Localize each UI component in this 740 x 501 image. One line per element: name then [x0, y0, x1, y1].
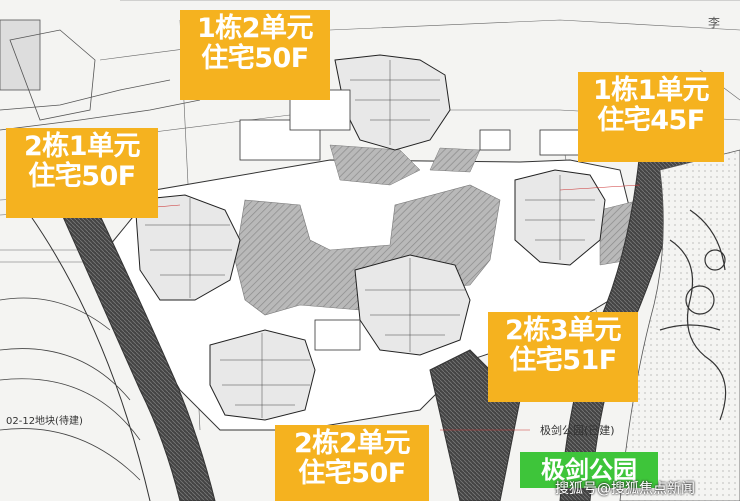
label-building2-unit2-line2: 住宅50F — [298, 458, 406, 490]
label-building1-unit2: 1栋2单元 住宅50F — [180, 10, 330, 100]
label-building2-unit3-line1: 2栋3单元 — [504, 315, 622, 346]
label-building1-unit1-line1: 1栋1单元 — [592, 75, 710, 106]
label-building1-unit1: 1栋1单元 住宅45F — [578, 72, 724, 162]
northwest-existing-buildings — [0, 19, 201, 131]
label-building2-unit1-line2: 住宅50F — [28, 161, 136, 193]
terrain-contours — [0, 297, 141, 481]
western-road — [59, 204, 216, 501]
label-building2-unit1: 2栋1单元 住宅50F — [6, 128, 158, 218]
label-building1-unit2-line1: 1栋2单元 — [196, 13, 314, 44]
park-paths — [659, 209, 727, 421]
watermark-text: 搜狐号@搜狐焦点新闻 — [555, 481, 695, 497]
label-building1-unit1-line2: 住宅45F — [597, 105, 705, 137]
label-building2-unit3: 2栋3单元 住宅51F — [488, 312, 638, 402]
tower-internal-lines — [145, 60, 595, 418]
label-building2-unit1-line1: 2栋1单元 — [23, 131, 141, 162]
road-name-text: 李 — [708, 16, 721, 30]
plot-0212-text: 02-12地块(待建) — [6, 416, 83, 427]
label-building2-unit3-line2: 住宅51F — [509, 345, 617, 377]
park-name-label: 极剑公园 — [520, 452, 658, 488]
label-building2-unit2-line1: 2栋2单元 — [293, 428, 411, 459]
park-built-text: 极剑公园(已建) — [540, 424, 615, 437]
western-road-edge — [29, 214, 151, 501]
label-building1-unit2-line2: 住宅50F — [201, 43, 309, 75]
label-building2-unit2: 2栋2单元 住宅50F — [275, 425, 429, 501]
